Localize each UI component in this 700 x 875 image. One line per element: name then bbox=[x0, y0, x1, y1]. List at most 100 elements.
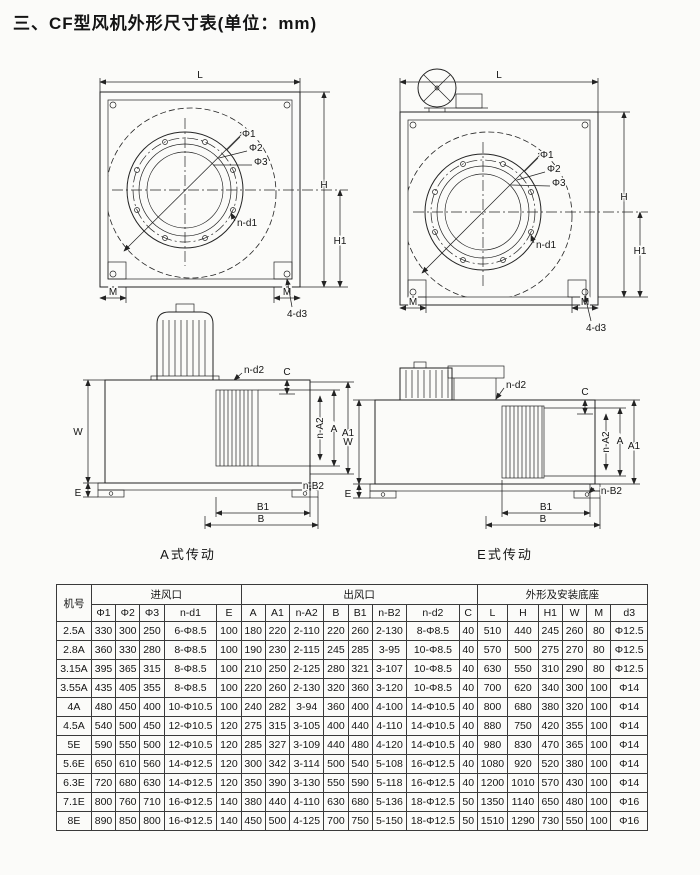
page-title: 三、CF型风机外形尺寸表(单位：mm) bbox=[13, 14, 318, 33]
table-cell: 8-Φ8.5 bbox=[163, 678, 218, 698]
table-cell: Φ14 bbox=[610, 735, 648, 755]
drawing-shape bbox=[432, 189, 438, 195]
table-cell: 230 bbox=[264, 640, 291, 660]
corner-foot-right bbox=[567, 279, 587, 298]
dim-label-4-d3: 4-d3 bbox=[586, 323, 606, 334]
table-cell: 40 bbox=[458, 716, 478, 736]
dim-4-d3: 4-d3 bbox=[285, 278, 309, 322]
table-cell: 440 bbox=[264, 792, 291, 812]
table-cell: 395 bbox=[90, 659, 117, 679]
table-cell: 920 bbox=[507, 754, 539, 774]
table-cell: 315 bbox=[139, 659, 165, 679]
drawing-shape bbox=[283, 270, 291, 278]
column-header: n-A2 bbox=[289, 604, 325, 622]
table-cell: 300 bbox=[240, 754, 266, 774]
table-cell: 3-107 bbox=[371, 659, 408, 679]
dim-H1: H1 bbox=[332, 189, 348, 288]
dim-n-A2: n-A2 bbox=[314, 395, 328, 461]
drawing-shape bbox=[399, 111, 599, 306]
table-cell: 321 bbox=[347, 659, 373, 679]
table-cell: 310 bbox=[537, 659, 563, 679]
dim-W: W bbox=[342, 399, 375, 485]
table-cell: 5-136 bbox=[371, 792, 408, 812]
dim-label-4-d3: 4-d3 bbox=[287, 309, 307, 320]
dim-label-M: M bbox=[283, 287, 291, 298]
table-cell: 8-Φ8.5 bbox=[163, 640, 218, 660]
motor bbox=[150, 303, 220, 381]
drawing-shape bbox=[175, 303, 195, 313]
table-cell: 365 bbox=[561, 735, 588, 755]
dim-label-A: A bbox=[331, 424, 338, 435]
dim-label-H1: H1 bbox=[334, 236, 347, 247]
table-cell: 8-Φ8.5 bbox=[163, 659, 218, 679]
caption-e-drive: E式传动 bbox=[477, 547, 533, 562]
table-cell: 50 bbox=[458, 792, 478, 812]
table-cell: 10-Φ8.5 bbox=[406, 678, 460, 698]
dim-H: H bbox=[300, 91, 348, 288]
dim-M-right: M bbox=[273, 286, 301, 303]
table-cell: 4-110 bbox=[371, 716, 408, 736]
column-header: M bbox=[586, 604, 612, 622]
column-header: Φ3 bbox=[139, 604, 165, 622]
table-cell: 10-Φ8.5 bbox=[406, 640, 460, 660]
drawing-shape bbox=[409, 121, 417, 129]
diameter-diagonal bbox=[123, 129, 247, 252]
table-cell: 285 bbox=[240, 735, 266, 755]
dim-label-E: E bbox=[75, 488, 82, 499]
dim-label-n-B2: n-B2 bbox=[601, 486, 623, 497]
mounting-base bbox=[97, 482, 319, 498]
table-cell: 470 bbox=[537, 735, 563, 755]
table-cell: 400 bbox=[139, 697, 165, 717]
drawing-shape bbox=[302, 491, 308, 496]
table-cell: 14-Φ10.5 bbox=[406, 716, 460, 736]
table-cell: 2-130 bbox=[371, 621, 408, 641]
table-cell: 330 bbox=[90, 621, 117, 641]
drawing-shape bbox=[510, 184, 551, 187]
table-cell: 440 bbox=[507, 621, 539, 641]
drawing-shape bbox=[109, 101, 117, 109]
table-cell: 260 bbox=[561, 621, 588, 641]
table-cell: Φ12.5 bbox=[610, 659, 648, 679]
table-cell: 355 bbox=[561, 716, 588, 736]
table-cell: 570 bbox=[537, 773, 563, 793]
table-cell: 550 bbox=[323, 773, 349, 793]
dim-label-n-A2: n-A2 bbox=[315, 417, 326, 439]
table-cell: 250 bbox=[139, 621, 165, 641]
drawing-shape bbox=[134, 167, 140, 173]
table-cell: 540 bbox=[90, 716, 117, 736]
table-cell: 3-95 bbox=[371, 640, 408, 660]
table-cell: 890 bbox=[90, 811, 117, 831]
drawing-shape bbox=[97, 482, 319, 491]
front-view-a-drawing: Φ1 Φ2 Φ3 n-d1 L H H1 M bbox=[99, 69, 348, 322]
table-cell: 420 bbox=[537, 716, 563, 736]
column-group-header: 进风口 bbox=[90, 584, 242, 605]
table-cell: 3-109 bbox=[289, 735, 325, 755]
dim-label-W: W bbox=[343, 437, 353, 448]
dim-M-left: M bbox=[399, 296, 427, 313]
table-cell: 980 bbox=[476, 735, 509, 755]
dim-4-d3: 4-d3 bbox=[583, 295, 608, 336]
corner-foot-left bbox=[107, 261, 127, 280]
dim-A: A bbox=[544, 407, 626, 477]
dim-label-L: L bbox=[496, 70, 502, 81]
dim-label-M: M bbox=[109, 287, 117, 298]
table-cell: 120 bbox=[216, 716, 242, 736]
table-cell: 285 bbox=[347, 640, 373, 660]
table-cell: 18-Φ12.5 bbox=[406, 792, 460, 812]
table-cell: 390 bbox=[264, 773, 291, 793]
table-cell: 10-Φ10.5 bbox=[163, 697, 218, 717]
drawing-shape bbox=[524, 157, 539, 172]
column-header: H1 bbox=[537, 604, 563, 622]
table-cell: 320 bbox=[323, 678, 349, 698]
column-header: E bbox=[216, 604, 242, 622]
table-cell: 270 bbox=[561, 640, 588, 660]
table-cell: Φ12.5 bbox=[610, 621, 648, 641]
table-cell: 880 bbox=[476, 716, 509, 736]
dim-label-B: B bbox=[540, 514, 547, 525]
dim-B1: B1 bbox=[215, 483, 311, 517]
table-cell: 720 bbox=[90, 773, 117, 793]
table-cell: 830 bbox=[507, 735, 539, 755]
